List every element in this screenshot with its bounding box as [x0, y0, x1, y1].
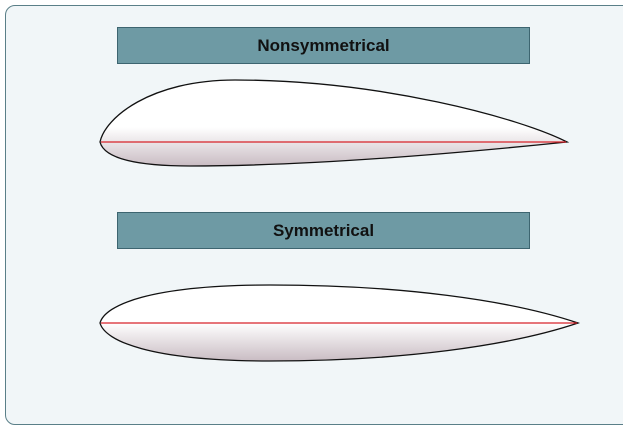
- nonsymmetrical-label: Nonsymmetrical: [117, 27, 530, 64]
- airfoil-diagram: [99, 79, 581, 362]
- symmetrical-label: Symmetrical: [117, 212, 530, 249]
- nonsymmetrical-airfoil: [99, 79, 570, 167]
